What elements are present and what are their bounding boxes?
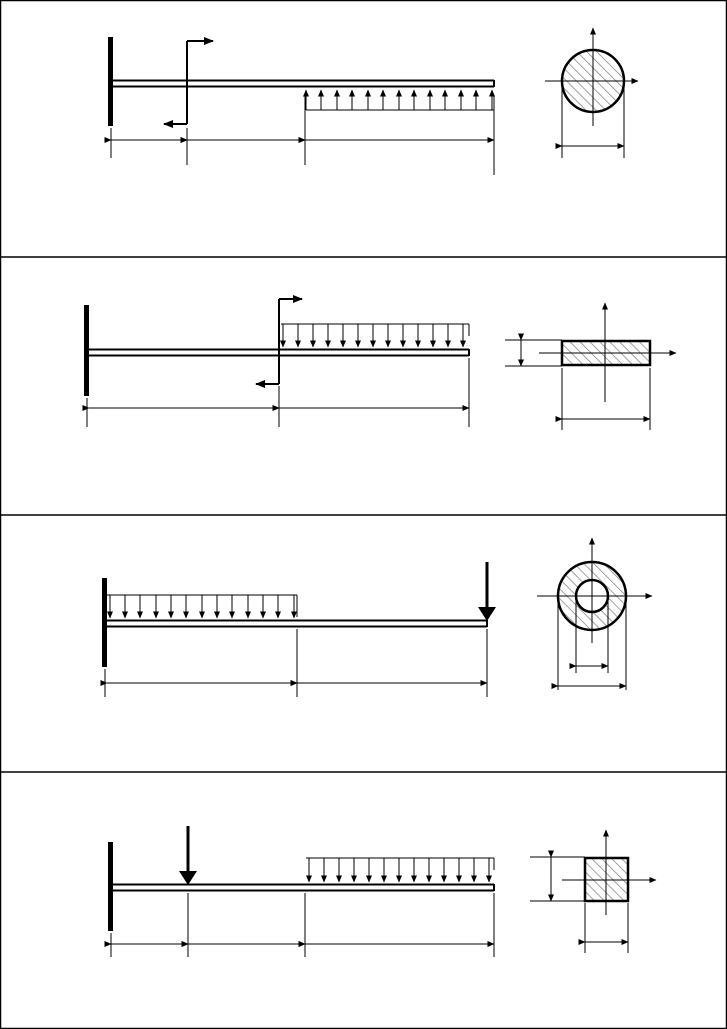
section-cut-marker [255, 295, 303, 388]
panel-3 [100, 537, 653, 697]
dimension-lines [100, 629, 488, 697]
fixed-support [108, 842, 113, 931]
section-cut-marker [163, 37, 214, 128]
distributed-load [306, 857, 495, 883]
panel-2 [82, 295, 677, 430]
beam [113, 79, 495, 88]
fixed-support [102, 578, 107, 667]
distributed-load [107, 594, 298, 619]
distributed-load [280, 323, 470, 348]
cross-section-rectangle [505, 302, 677, 430]
distributed-load [303, 89, 495, 111]
fixed-support [108, 37, 113, 126]
cross-section-solid-circle [545, 27, 639, 158]
dimension-lines [82, 358, 470, 427]
panel-4 [104, 826, 657, 957]
dimension-lines [104, 96, 495, 175]
beam [107, 619, 488, 628]
dimension-lines [104, 893, 495, 957]
cross-section-hollow-circle [537, 537, 653, 690]
fixed-support [84, 305, 89, 396]
cross-section-square [530, 829, 657, 953]
panel-1 [104, 27, 639, 175]
beam [113, 883, 495, 892]
